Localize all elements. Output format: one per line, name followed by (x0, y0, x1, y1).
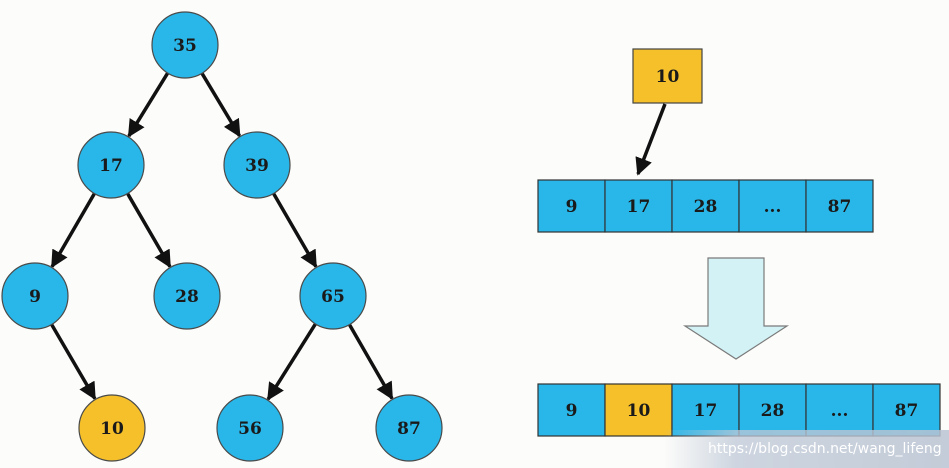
tree-node-56: 56 (216, 394, 284, 462)
tree-node-87: 87 (375, 394, 443, 462)
tree-edge-17-9 (50, 192, 96, 269)
tree-edge-17-28 (126, 192, 172, 269)
array-after-cell (671, 383, 740, 437)
array-after-insert: 9 10 17 28... 87 (537, 383, 941, 437)
tree-edge-9-10 (50, 323, 97, 401)
array-before-cell-label: 87 (828, 197, 852, 217)
tree-node-label: 39 (245, 156, 269, 176)
tree-node-35: 35 (151, 11, 219, 79)
tree-edge-65-87 (347, 323, 394, 401)
tree-node-circle (151, 11, 219, 79)
transform-down-arrow (682, 257, 790, 360)
tree-edge-65-56 (266, 323, 317, 401)
array-before-cell-label: 9 (566, 197, 578, 217)
array-before-cell (537, 179, 606, 233)
array-after-cell-label: 87 (895, 401, 919, 421)
insert-pointer-arrow (635, 103, 667, 176)
array-after-cell-label: ... (831, 401, 849, 421)
tree-node-label: 17 (99, 156, 123, 176)
tree-node-circle (216, 394, 284, 462)
insert-value-label: 10 (656, 67, 680, 87)
tree-node-label: 28 (175, 287, 199, 307)
tree-node-label: 87 (397, 419, 421, 439)
array-after-cell-label: 10 (627, 401, 651, 421)
tree-node-circle (77, 131, 145, 199)
array-before-cell-label: 28 (694, 197, 718, 217)
array-before-cell (805, 179, 874, 233)
array-before-cell (671, 179, 740, 233)
tree-edges (50, 72, 394, 401)
watermark: https://blog.csdn.net/wang_lifeng (664, 430, 949, 468)
tree-node-28: 28 (153, 262, 221, 330)
tree-edge-35-17 (127, 72, 170, 138)
tree-edge-35-39 (200, 72, 242, 138)
tree-node-label: 10 (100, 419, 124, 439)
tree-node-circle (1, 262, 69, 330)
tree-nodes: 35 17 39 9 28 65 10 56 87 (1, 11, 443, 462)
tree-node-label: 35 (173, 36, 197, 56)
tree-node-circle (223, 131, 291, 199)
array-after-cell-label: 17 (694, 401, 718, 421)
tree-node-circle (78, 394, 146, 462)
array-before-cell (604, 179, 673, 233)
tree-node-17: 17 (77, 131, 145, 199)
tree-node-circle (375, 394, 443, 462)
array-before-cell-label: 17 (627, 197, 651, 217)
tree-node-circle (153, 262, 221, 330)
array-before-insert: 9 17 28... 87 (537, 179, 874, 233)
tree-node-label: 9 (29, 287, 41, 307)
tree-node-39: 39 (223, 131, 291, 199)
tree-node-circle (299, 262, 367, 330)
tree-node-9: 9 (1, 262, 69, 330)
array-after-cell (738, 383, 807, 437)
tree-node-10: 10 (78, 394, 146, 462)
array-before-cell-label: ... (764, 197, 782, 217)
array-before-cell (738, 179, 807, 233)
tree-node-label: 65 (321, 287, 345, 307)
tree-edge-39-65 (272, 192, 318, 269)
array-after-cell-label: 9 (566, 401, 578, 421)
insert-value-box: 10 (632, 48, 703, 176)
insert-value-rect (632, 48, 703, 104)
tree-node-65: 65 (299, 262, 367, 330)
array-after-cell (872, 383, 941, 437)
tree-node-label: 56 (238, 419, 262, 439)
array-after-cell-label: 28 (761, 401, 785, 421)
